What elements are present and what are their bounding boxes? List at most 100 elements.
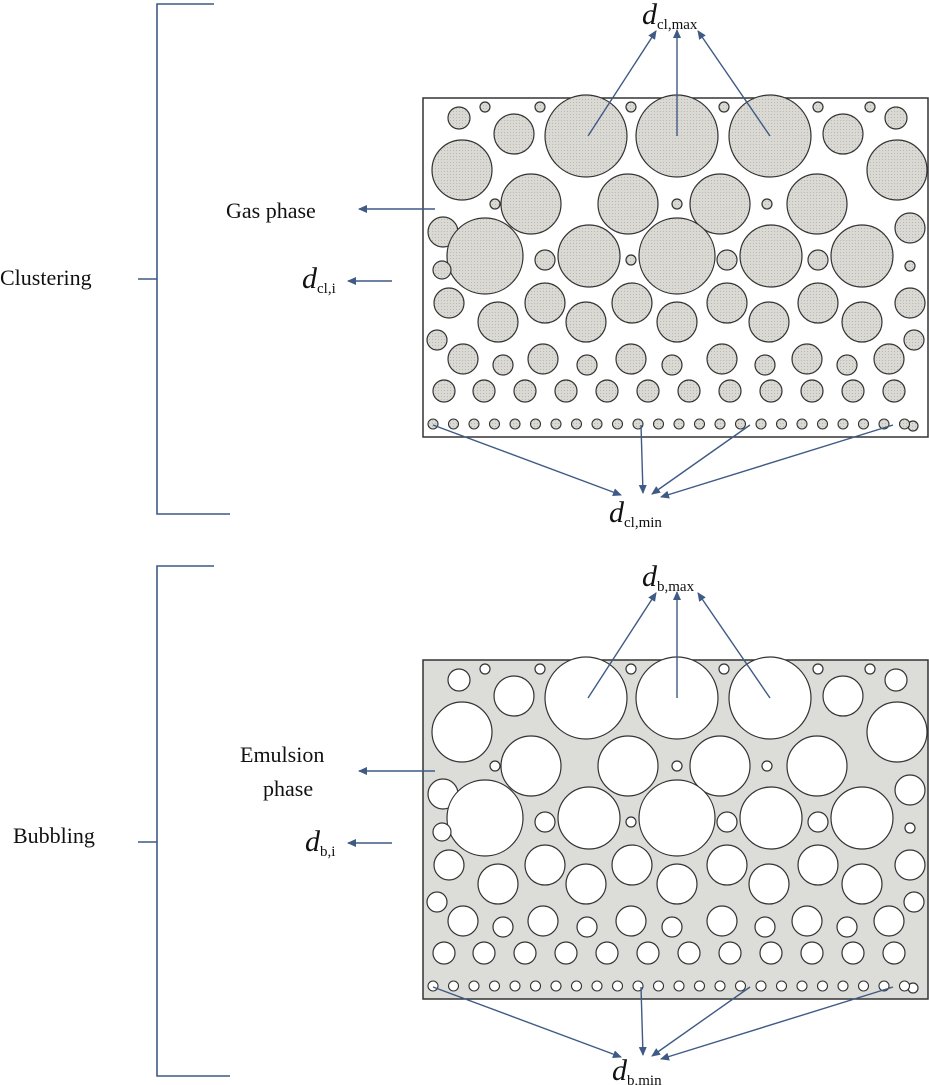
small-bubble-circle [591,980,603,992]
particle-circle [716,249,738,271]
bubble-circle [576,916,598,938]
small-particle-circle [591,418,603,430]
small-bubble-circle [857,980,870,992]
particle-circle [576,354,598,376]
small-particle-circle [427,418,439,430]
particle-circle [812,101,824,113]
particle-circle [554,379,578,403]
particle-circle [524,282,566,324]
particle-circle [527,343,559,375]
small-particle-circle [488,418,501,430]
bubble-circle [554,941,578,965]
bubble-circle [873,905,905,937]
bubble-circle [527,905,559,937]
bubble-circle [489,760,501,772]
particle-circle [656,301,698,343]
particle-circle [761,198,773,210]
bubble-circle [718,663,730,675]
bubble-circle [446,779,524,857]
particle-circle [615,343,647,375]
bubbling-d-max-label: db,max [642,560,695,595]
small-bubble-circle [816,980,829,992]
bubble-circle [426,891,448,913]
particle-circle [754,354,776,376]
small-particle-circle [570,418,583,430]
particle-circle [513,379,537,403]
bubble-circle [748,863,790,905]
emulsion-label-line2: phase [263,776,313,801]
clustering-d-min-arrow-2 [638,424,647,494]
small-particle-circle [550,418,562,430]
particle-circle [786,173,848,235]
bubbling-bubbles [426,656,928,994]
bubble-circle [836,916,858,938]
particle-circle [595,379,619,403]
bubble-circle [754,916,776,938]
small-particle-circle [734,418,747,430]
particle-circle [759,379,783,403]
bubble-circle [677,941,701,965]
small-particle-circle [755,418,767,430]
particle-circle [544,94,628,178]
bubbling-d-i-label: db,i [305,825,335,860]
small-bubble-circle [509,980,521,992]
small-particle-circle [816,418,829,430]
bubble-circle [718,941,742,965]
clustering-d-max-label: dcl,max [642,0,698,33]
bubble-circle [557,786,621,850]
bubbling-d-max-arrow-right [697,592,771,699]
bubbling-d-min-arrow-4 [660,986,894,1061]
emulsion-label-line1: Emulsion [240,742,324,767]
bubble-circle [661,916,683,938]
particle-circle [489,198,501,210]
bubbling-d-min-label: db,min [612,1054,662,1085]
small-bubble-circle [673,980,685,992]
small-bubble-circle [529,980,542,992]
small-bubble-circle [693,980,706,992]
bubbling-section: Bubbling Emulsion phase db,max db,i db,m… [13,560,929,1085]
small-particle-circle [509,418,521,430]
particle-circle [841,301,883,343]
particle-circle [432,379,456,403]
particle-circle [446,217,524,295]
particle-circle [706,343,738,375]
bubble-circle [534,663,546,675]
clustering-d-min-arrow-1 [432,424,622,496]
small-particle-circle [857,418,870,430]
bubble-circle [841,941,865,965]
particle-circle [671,198,683,210]
small-bubble-circle [775,980,788,992]
bubble-circle [716,811,738,833]
bubble-circle [500,735,562,797]
bubble-circle [761,760,773,772]
particle-circle [492,354,514,376]
bubble-circle [433,849,465,881]
particle-circle [565,301,607,343]
small-particle-circle [468,418,480,430]
particle-circle [748,301,790,343]
small-particle-circle [714,418,726,430]
particle-circle [836,354,858,376]
particle-circle [477,301,519,343]
particle-circle [432,260,452,280]
clustering-d-min-label: dcl,min [609,496,662,531]
bubble-circle [636,941,660,965]
small-bubble-circle [488,980,501,992]
particle-circle [597,173,659,235]
particle-circle [894,212,926,244]
bubble-circle [625,663,637,675]
particle-circle [830,224,894,288]
small-bubble-circle [837,980,849,992]
particle-circle [625,254,637,266]
particle-circle [534,249,556,271]
bubble-circle [431,701,493,763]
bubble-circle [477,863,519,905]
bubble-circle [812,663,824,675]
bubble-circle [615,905,647,937]
particle-circle [706,282,748,324]
small-bubble-circle [611,980,624,992]
bubble-circle [493,675,535,717]
small-bubble-circle [468,980,480,992]
particle-circle [447,343,479,375]
